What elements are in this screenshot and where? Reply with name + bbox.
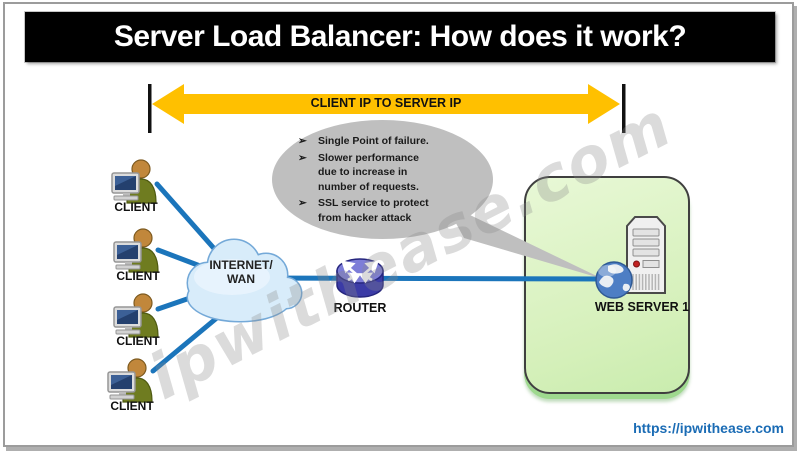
server-label: WEB SERVER 1 <box>594 300 690 314</box>
client-icon <box>111 159 157 204</box>
cloud-label: INTERNET/ WAN <box>209 258 273 286</box>
router-label: ROUTER <box>333 301 387 315</box>
callout-item-text: Slower performance due to increase in nu… <box>318 151 419 193</box>
client-label: CLIENT <box>110 399 154 413</box>
client-icon <box>113 228 159 273</box>
arrow-bullet-icon: ➢ <box>298 151 307 164</box>
callout-item: ➢ Slower performance due to increase in … <box>298 151 474 195</box>
client-icon <box>107 358 153 403</box>
globe-icon <box>595 261 633 299</box>
client-label: CLIENT <box>116 269 160 283</box>
router-icon <box>336 258 384 298</box>
arrow-bullet-icon: ➢ <box>298 197 307 209</box>
callout-tail <box>445 203 603 279</box>
arrow-endpoint-bar-right <box>622 84 626 133</box>
client-label: CLIENT <box>116 334 160 348</box>
arrow-endpoint-bar-left <box>148 84 152 133</box>
client-icon <box>113 293 159 338</box>
callout-item-text: Single Point of failure. <box>318 135 429 147</box>
callout-bubble <box>272 120 493 239</box>
server-tower-icon <box>626 216 666 294</box>
callout-item-text: SSL service to protect from hacker attac… <box>318 197 429 224</box>
arrow-label: CLIENT IP TO SERVER IP <box>310 96 462 110</box>
arrow-bullet-icon: ➢ <box>298 135 307 147</box>
callout-item: ➢ Single Point of failure. <box>298 134 474 149</box>
client-to-server-arrow <box>152 84 620 124</box>
footer-site-link[interactable]: https://ipwithease.com <box>633 420 784 436</box>
client-label: CLIENT <box>114 200 158 214</box>
callout-item: ➢ SSL service to protect from hacker att… <box>298 196 474 225</box>
internet-cloud-icon <box>186 238 303 323</box>
page-title: Server Load Balancer: How does it work? <box>25 12 775 62</box>
callout-list: ➢ Single Point of failure. ➢ Slower perf… <box>298 134 474 227</box>
page-title-text: Server Load Balancer: How does it work? <box>113 20 687 53</box>
